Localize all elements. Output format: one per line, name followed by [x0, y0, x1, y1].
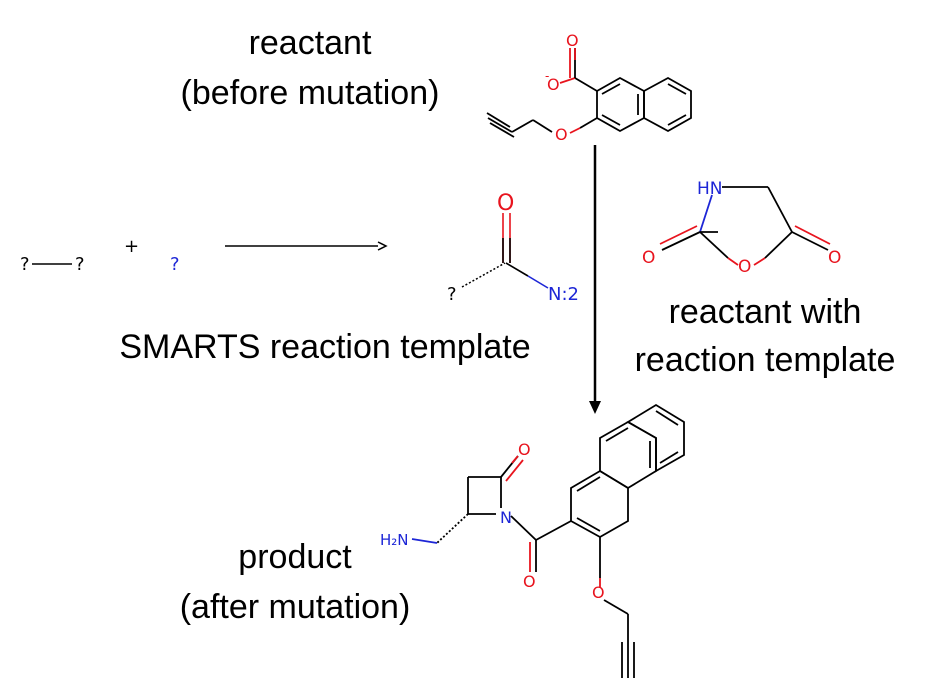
product-atoms: O N H₂N O O [380, 440, 605, 602]
template-reactant-atoms: HN O O O [642, 179, 841, 277]
template-right-oxygen: O [828, 248, 841, 268]
product-title-line1: product [238, 538, 352, 576]
smarts-wildcard: ? [447, 284, 457, 305]
smarts-atom-b: ? [75, 254, 85, 275]
mutation-arrow [589, 145, 601, 414]
template-title: SMARTS reaction template [90, 322, 560, 372]
product-lactam-oxygen: O [518, 440, 531, 459]
smarts-plus: + [124, 236, 139, 257]
smarts-template: ? ? + ? ? O N:2 [20, 191, 579, 305]
reactant-title-line1: reactant [248, 24, 372, 62]
product-acyl-oxygen: O [523, 572, 536, 591]
reactant-molecule [486, 48, 692, 138]
template-left-oxygen: O [642, 248, 655, 268]
smarts-nitrogen: N:2 [548, 284, 579, 305]
product-ether-oxygen: O [592, 583, 605, 602]
reactant-carboxylate-oxygen: O [547, 75, 560, 94]
product-lactam-nitrogen: N [500, 508, 512, 527]
template-title-text: SMARTS reaction template [119, 328, 531, 366]
template-nh: HN [697, 179, 723, 199]
reactant-title-line2: (before mutation) [180, 74, 440, 112]
reactant-template-title: reactant with reaction template [610, 288, 920, 384]
smarts-atom-a: ? [20, 254, 30, 275]
smarts-oxygen: O [497, 191, 514, 216]
template-reactant-molecule [659, 186, 831, 266]
product-amine: H₂N [380, 531, 409, 549]
template-ring-oxygen: O [738, 257, 751, 277]
reactant-charge: - [545, 69, 549, 83]
reactant-atoms: O O - O [545, 31, 579, 144]
reactant-ether-oxygen: O [555, 125, 568, 144]
product-title-line2: (after mutation) [179, 588, 411, 626]
product-molecule [411, 403, 685, 678]
reactant-carbonyl-oxygen: O [566, 31, 579, 50]
reactant-template-line1: reactant with [668, 293, 862, 331]
product-title: product (after mutation) [150, 532, 440, 632]
wildcard-bond [461, 262, 506, 288]
smarts-atom-c: ? [170, 254, 180, 275]
reactant-template-line2: reaction template [634, 341, 896, 379]
reactant-title: reactant (before mutation) [140, 18, 480, 118]
